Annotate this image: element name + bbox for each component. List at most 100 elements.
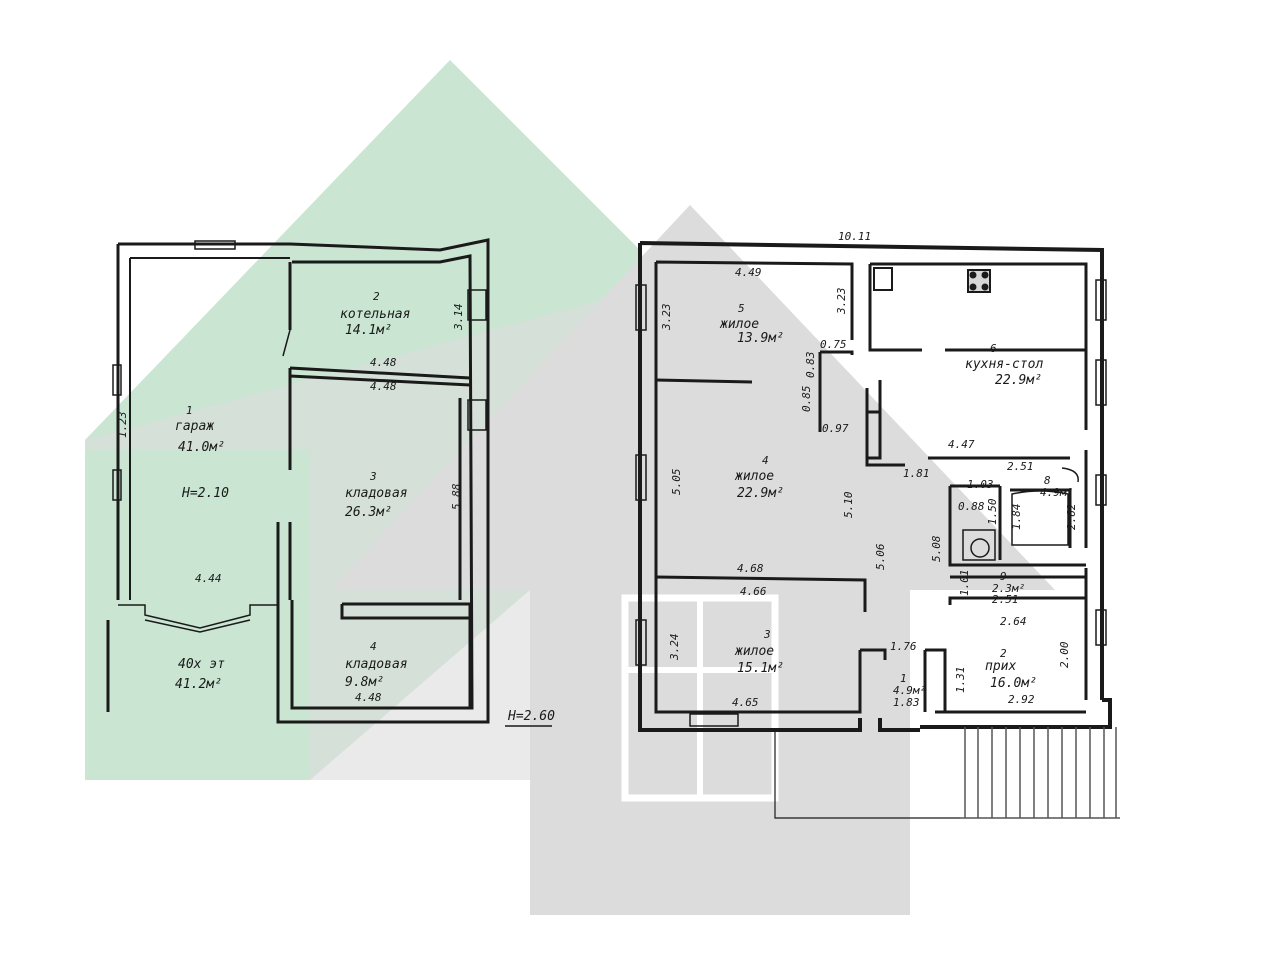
dim-label: 3.23 — [660, 304, 673, 332]
room-name: жилое — [734, 644, 774, 659]
dim-label: 0.97 — [822, 422, 849, 435]
annex-partition-walls — [288, 254, 474, 710]
annex-windows — [112, 240, 487, 501]
room-area: 2.3м² — [992, 582, 1025, 595]
dim-label: 0.88 — [958, 500, 985, 513]
dim-label: 1.50 — [986, 498, 999, 525]
room-number: 4 — [762, 454, 769, 467]
room-area: 22.9м² — [737, 486, 784, 501]
room-number: 2 — [1000, 647, 1007, 660]
dim-label: 1.83 — [893, 696, 920, 709]
dim-label: 5.06 — [874, 543, 887, 570]
dim-label: 5.05 — [670, 469, 683, 496]
annex-door-swing — [282, 329, 291, 357]
dim-label: 4.66 — [740, 585, 767, 598]
room-name: жилое — [719, 317, 759, 332]
house-plan: 5 жилое 13.9м² 6 кухня-стол 22.9м² 4 жил… — [635, 230, 1120, 819]
room-number: 6 — [990, 342, 997, 355]
room-name: котельная — [340, 307, 410, 322]
room-area: 41.0м² — [178, 440, 225, 455]
dim-label: 4.47 — [948, 438, 975, 451]
dim-label: 1.84 — [1010, 504, 1023, 531]
dim-label: 1.31 — [954, 667, 967, 694]
room-area: 41.2м² — [175, 677, 222, 692]
house-partitions — [655, 264, 1088, 712]
room-area: 4.9м² — [893, 684, 926, 697]
room-name: кухня-стол — [965, 357, 1043, 372]
house-room-wc: 9 2.3м² — [992, 570, 1025, 595]
dim-label: 5.88 — [450, 483, 463, 510]
room-name: 40х эт — [178, 657, 225, 672]
room-name: гараж — [175, 419, 215, 434]
room-name: приx — [985, 659, 1016, 674]
dim-label: 2.00 — [1058, 641, 1071, 668]
entrance-steps — [960, 727, 1120, 819]
dim-label: 1.76 — [890, 640, 917, 653]
room-area: 15.1м² — [737, 661, 784, 676]
room-number: 2 — [373, 290, 380, 303]
house-room-living3: 3 жилое 15.1м² — [734, 628, 784, 676]
dim-label: 1.81 — [903, 467, 930, 480]
house-room-living4: 4 жилое 22.9м² — [734, 454, 784, 501]
house-logo-watermark — [85, 60, 1055, 915]
annex-room-boiler: 2 котельная 14.1м² — [340, 290, 410, 338]
house-room-kitchen: 6 кухня-стол 22.9м² — [965, 342, 1043, 388]
room-number: 3 — [763, 628, 771, 641]
room-area: 13.9м² — [737, 331, 784, 346]
dim-label: 4.65 — [732, 696, 759, 709]
room-height: Н=2.10 — [181, 486, 229, 501]
room-area: 14.1м² — [345, 323, 392, 338]
dim-label: 4.49 — [735, 266, 762, 279]
annex-room-storage4: 4 кладовая 9.8м² — [345, 640, 408, 690]
dim-label: 2.51 — [992, 593, 1019, 606]
dim-label: 2.62 — [1065, 503, 1078, 530]
room-number: 5 — [738, 302, 745, 315]
dim-label: 5.08 — [930, 535, 943, 562]
dim-label: 4.48 — [370, 380, 397, 393]
dim-label: 1.01 — [958, 570, 971, 597]
dim-label: 2.51 — [1007, 460, 1034, 473]
dim-label: 4.44 — [195, 572, 222, 585]
dim-label: 3.24 — [668, 634, 681, 662]
room-area: 4.9м² — [1040, 486, 1073, 499]
house-logo-gray-main — [330, 205, 1055, 915]
annex-room-garage: 1 гараж 41.0м² Н=2.10 — [175, 404, 229, 501]
dim-label: 0.85 — [800, 386, 813, 413]
room-area: 16.0м² — [990, 676, 1037, 691]
dim-label: 4.48 — [355, 691, 382, 704]
bathroom-fixtures — [962, 467, 1079, 561]
house-room-vest: 1 4.9м² — [893, 672, 926, 697]
dim-label: 4.48 — [370, 356, 397, 369]
annex-inner-wall — [129, 257, 290, 600]
dim-label: 0.83 — [804, 352, 817, 379]
dim-label: 2.92 — [1008, 693, 1035, 706]
house-room-bath: 8 4.9м² — [1040, 474, 1073, 499]
terrace-outline — [774, 730, 960, 819]
room-name: кладовая — [345, 657, 408, 672]
kitchen-fixtures — [873, 267, 991, 293]
dim-label: 4.68 — [737, 562, 764, 575]
annex-room-storage3: 3 кладовая 26.3м² — [345, 470, 408, 520]
room-area: 22.9м² — [995, 373, 1042, 388]
dim-label: 1.03 — [967, 478, 994, 491]
room-number: 1 — [186, 404, 193, 417]
dim-label: 2.64 — [1000, 615, 1027, 628]
annex-plan: 2 котельная 14.1м² 1 гараж 41.0м² Н=2.10… — [106, 238, 555, 727]
house-windows — [635, 279, 1107, 727]
house-inner-outline — [654, 260, 1088, 714]
annex-left-wall — [106, 244, 120, 712]
annex-height-label: Н=2.60 — [507, 709, 555, 724]
room-number: 8 — [1044, 474, 1051, 487]
dim-label: 0.75 — [820, 338, 847, 351]
house-width-dim: 10.11 — [838, 230, 871, 243]
dim-label: 3.14 — [452, 304, 465, 332]
room-number: 1 — [900, 672, 907, 685]
room-number: 3 — [369, 470, 377, 483]
room-area: 9.8м² — [345, 675, 384, 690]
house-room-living5: 5 жилое 13.9м² — [719, 302, 784, 346]
dim-label: 3.23 — [835, 288, 848, 316]
room-number: 9 — [1000, 570, 1007, 583]
house-room-hall: 2 приx 16.0м² — [985, 647, 1037, 691]
